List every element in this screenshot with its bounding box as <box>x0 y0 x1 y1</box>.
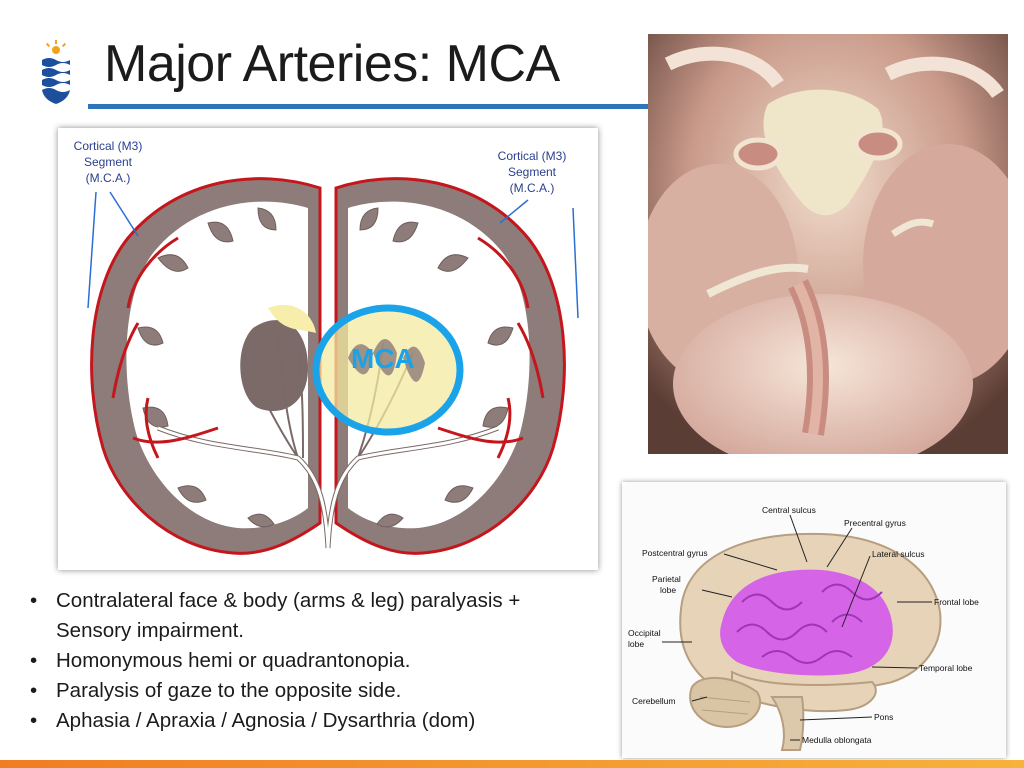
label-postcentral-gyrus: Postcentral gyrus <box>642 548 708 558</box>
bullet-item: Paralysis of gaze to the opposite side. <box>26 676 596 706</box>
bullet-list: Contralateral face & body (arms & leg) p… <box>26 586 596 736</box>
temporal-lobe-shape <box>731 670 877 713</box>
label-frontal-lobe: Frontal lobe <box>934 597 979 607</box>
label-cerebellum: Cerebellum <box>632 696 675 706</box>
label-parietal-lobe-1: Parietal <box>652 574 681 584</box>
coronal-mca-diagram: MCA Cortical (M3) Segment (M.C.A.) Corti… <box>58 128 598 570</box>
label-lateral-sulcus: Lateral sulcus <box>872 549 924 559</box>
label-occipital-lobe-1: Occipital <box>628 628 661 638</box>
left-basal-ganglia <box>240 320 308 412</box>
label-temporal-lobe: Temporal lobe <box>919 663 973 673</box>
label-occipital-lobe-2: lobe <box>628 639 644 649</box>
left-callout-line-3: (M.C.A.) <box>86 171 131 185</box>
mca-label: MCA <box>351 343 415 374</box>
left-callout-line-1: Cortical (M3) <box>74 139 143 153</box>
right-callout-line-3: (M.C.A.) <box>510 181 555 195</box>
right-callout-line-2: Segment <box>508 165 557 179</box>
caudate-yellow <box>268 304 316 333</box>
label-pons: Pons <box>874 712 893 722</box>
bullet-item: Homonymous hemi or quadrantonopia. <box>26 646 596 676</box>
bullet-item: Aphasia / Apraxia / Agnosia / Dysarthria… <box>26 706 596 736</box>
lateral-brain-diagram: Central sulcus Precentral gyrus Postcent… <box>622 482 1006 758</box>
cerebellum-shape <box>689 676 762 729</box>
label-parietal-lobe-2: lobe <box>660 585 676 595</box>
label-medulla: Medulla oblongata <box>802 735 872 745</box>
brainstem-shape <box>770 696 805 751</box>
left-callout-line-2: Segment <box>84 155 133 169</box>
slide-title: Major Arteries: MCA <box>104 35 560 93</box>
label-central-sulcus: Central sulcus <box>762 505 816 515</box>
bottom-accent-bar <box>0 760 1024 768</box>
title-rule <box>88 104 648 109</box>
label-precentral-gyrus: Precentral gyrus <box>844 518 906 528</box>
right-callout-line-1: Cortical (M3) <box>498 149 567 163</box>
brain-dissection-photo <box>648 34 1008 454</box>
bullet-item: Contralateral face & body (arms & leg) p… <box>26 586 596 646</box>
university-logo-icon <box>42 40 70 104</box>
